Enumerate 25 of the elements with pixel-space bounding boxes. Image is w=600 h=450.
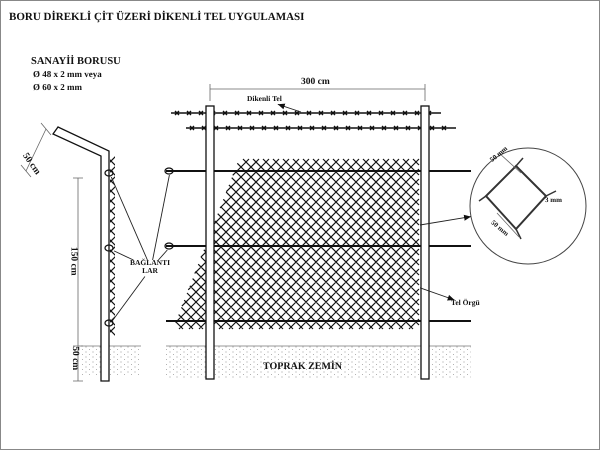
dimension-text: 50 cm <box>70 346 80 370</box>
arrow <box>420 214 472 226</box>
leader-line <box>114 250 134 260</box>
leader-line <box>112 276 146 322</box>
wire-clip <box>104 319 114 327</box>
dimension-text: 300 cm <box>301 77 330 88</box>
detail-circle <box>470 148 586 264</box>
leader-line <box>158 250 168 260</box>
leader-line <box>152 174 170 260</box>
dimension-text: 150 cm <box>68 246 79 276</box>
ground-label: TOPRAK ZEMİN <box>263 361 342 372</box>
diagram-title: BORU DİREKLİ ÇİT ÜZERİ DİKENLİ TEL UYGULAMASI <box>9 11 304 24</box>
pipe-spec-text: Ø 48 x 2 mm veya <box>33 70 102 80</box>
pipe-spec-text: Ø 60 x 2 mm <box>33 83 82 93</box>
pipe-spec-text: SANAYİİ BORUSU <box>31 56 121 68</box>
barbed-wire <box>170 110 442 116</box>
wire-clip <box>104 244 114 252</box>
wire-clip <box>164 242 174 250</box>
arrow <box>420 287 456 300</box>
leader-line <box>110 176 148 260</box>
wire-mesh <box>174 158 420 330</box>
wire-clip <box>104 169 114 177</box>
arrow <box>277 104 302 112</box>
dimension-text: 50 cm <box>20 151 42 178</box>
wire-clip <box>164 167 174 175</box>
